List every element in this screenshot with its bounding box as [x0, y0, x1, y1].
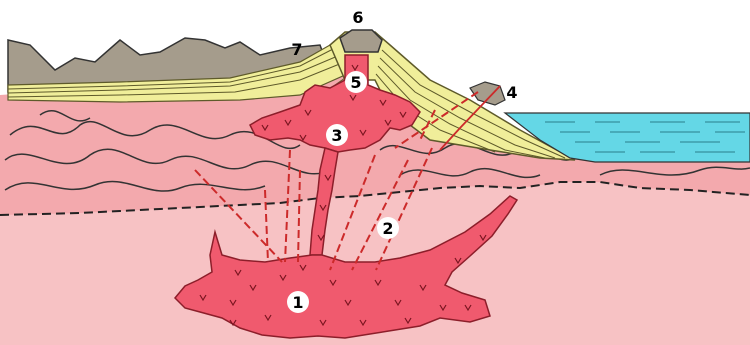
label-7-text: 7 [291, 40, 302, 59]
label-6-text: 6 [352, 8, 363, 27]
label-4-text: 4 [506, 83, 517, 102]
label-4: 4 [506, 83, 517, 102]
label-3: 3 [326, 124, 348, 146]
label-1-text: 1 [292, 293, 303, 312]
label-6: 6 [352, 8, 363, 27]
label-5: 5 [345, 71, 367, 93]
label-5-text: 5 [350, 73, 361, 92]
label-3-text: 3 [331, 126, 342, 145]
summit-crater [340, 30, 382, 52]
label-1: 1 [287, 291, 309, 313]
label-2-text: 2 [382, 219, 393, 238]
label-2: 2 [377, 217, 399, 239]
label-7: 7 [291, 40, 302, 59]
